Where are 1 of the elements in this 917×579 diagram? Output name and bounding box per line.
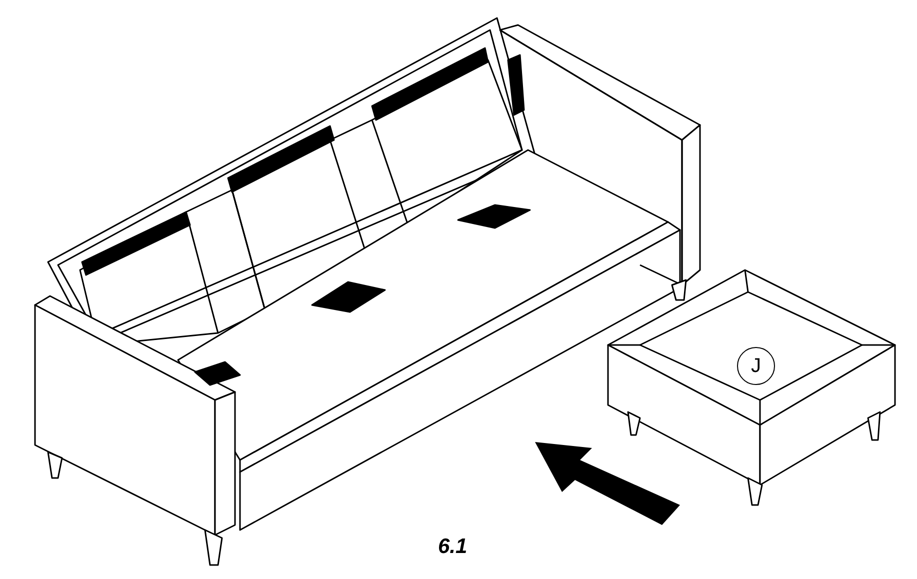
figure-caption: 6.1 <box>438 535 468 559</box>
